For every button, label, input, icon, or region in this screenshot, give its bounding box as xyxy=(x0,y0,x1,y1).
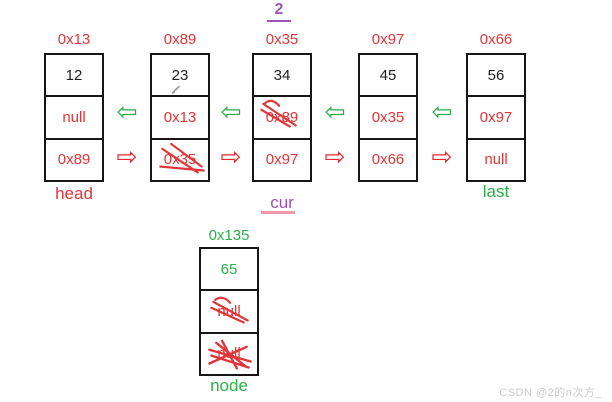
value-cell: 56 xyxy=(468,55,524,98)
new-node-address: 0x135 xyxy=(208,227,250,244)
node-box-last: 56 0x97 null xyxy=(466,53,526,182)
next-arrow-icon: ⇨ xyxy=(116,142,138,171)
value-cell: 45 xyxy=(360,55,416,98)
node-box: 45 0x35 0x66 xyxy=(358,53,418,182)
pencil-cursor-icon xyxy=(171,86,180,95)
prev-arrow-icon: ⇦ xyxy=(431,97,453,126)
next-pointer-cell: 0x35 xyxy=(152,140,208,180)
prev-pointer-cell: 0x97 xyxy=(468,97,524,140)
next-pointer-text: 0x35 xyxy=(163,151,197,169)
prev-pointer-cell: 0x13 xyxy=(152,97,208,140)
next-pointer-cell: 0x97 xyxy=(265,151,299,169)
value-cell: 34 xyxy=(254,55,310,98)
node-box: 23 0x13 0x35 xyxy=(150,53,210,182)
prev-pointer-cell: null xyxy=(46,97,102,140)
node-address: 0x66 xyxy=(479,31,513,48)
value-cell: 65 xyxy=(201,249,257,292)
prev-pointer-text: 0x89 xyxy=(265,108,299,126)
cur-underline xyxy=(261,211,295,214)
node-address: 0x97 xyxy=(371,31,405,48)
prev-arrow-icon: ⇦ xyxy=(220,97,242,126)
step-number: 2 xyxy=(267,1,291,22)
value-cell: 12 xyxy=(46,55,102,98)
cur-label: cur xyxy=(270,193,294,212)
node-address: 0x35 xyxy=(265,31,299,48)
prev-pointer-text: null xyxy=(217,302,241,320)
prev-pointer-cell: null xyxy=(201,291,257,334)
node-box-head: 12 null 0x89 xyxy=(44,53,104,182)
next-arrow-icon: ⇨ xyxy=(220,142,242,171)
node-label: node xyxy=(210,376,248,395)
next-pointer-cell: null xyxy=(201,334,257,374)
node-address: 0x89 xyxy=(163,31,197,48)
prev-arrow-icon: ⇦ xyxy=(116,97,138,126)
head-label: head xyxy=(55,184,93,203)
prev-pointer-cell: 0x89 xyxy=(254,97,310,140)
next-pointer-text: null xyxy=(217,345,241,363)
prev-arrow-icon: ⇦ xyxy=(324,97,346,126)
next-pointer-cell: 0x89 xyxy=(57,151,91,169)
new-node-box: 65 null null xyxy=(199,247,259,376)
value-cell: 23 xyxy=(152,55,208,98)
watermark: CSDN @2的n次方_ xyxy=(499,387,602,399)
next-arrow-icon: ⇨ xyxy=(431,142,453,171)
node-address: 0x13 xyxy=(57,31,91,48)
last-label: last xyxy=(482,182,510,201)
next-pointer-cell: 0x66 xyxy=(371,151,405,169)
next-arrow-icon: ⇨ xyxy=(324,142,346,171)
node-box-cur: 34 0x89 0x97 xyxy=(252,53,312,182)
value-text: 23 xyxy=(171,66,189,84)
next-pointer-cell: null xyxy=(484,151,508,169)
prev-pointer-cell: 0x35 xyxy=(360,97,416,140)
